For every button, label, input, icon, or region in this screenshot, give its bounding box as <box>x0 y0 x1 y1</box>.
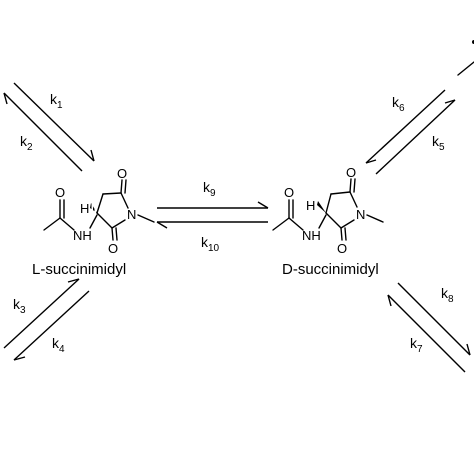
top-carbonyl-d <box>349 178 352 193</box>
equilibrium-arrow-k7-k8 <box>387 282 471 373</box>
bottom-oxygen: O <box>108 241 118 256</box>
rate-constant-k6: k6 <box>392 94 405 114</box>
rate-constant-k1: k1 <box>50 91 63 111</box>
bottom-carbonyl-2 <box>115 227 118 241</box>
ring-bond-ch2-c-d <box>330 191 351 195</box>
rate-constant-k3: k3 <box>13 296 26 316</box>
bottom-oxygen-d: O <box>337 241 347 256</box>
rate-constant-k2: k2 <box>20 133 33 153</box>
ring-bond-c-n <box>120 192 129 209</box>
alpha-hydrogen: H <box>80 201 89 216</box>
amide-bond <box>59 217 75 231</box>
top-carbonyl-d-2 <box>353 178 356 193</box>
n-methyl-bond-d <box>366 214 384 223</box>
rate-constant-k9: k9 <box>203 179 216 199</box>
bottom-carbonyl-d <box>340 227 343 241</box>
ring-bond-ch2-c <box>102 192 122 195</box>
equilibrium-arrow-k9-k10 <box>156 201 269 229</box>
l-succinimidyl-structure: O NH H O N O <box>43 166 155 256</box>
acetyl-oxygen: O <box>55 185 65 200</box>
equilibrium-arrow-k3-k4 <box>3 278 90 361</box>
rate-constant-k7: k7 <box>410 335 423 355</box>
ring-bond-ca-ch2-d <box>325 193 332 214</box>
l-succinimidyl-label: L-succinimidyl <box>32 261 126 278</box>
methyl-bond <box>43 217 61 231</box>
top-oxygen-d: O <box>346 165 356 180</box>
alpha-hydrogen-d: H <box>306 198 315 213</box>
rate-constant-k4: k4 <box>52 335 65 355</box>
methyl-bond-d <box>272 217 290 231</box>
ring-nitrogen: N <box>127 207 136 222</box>
amide-bond-d <box>288 217 304 231</box>
n-ca-bond-d <box>318 214 327 229</box>
ring-bond-ca-ch2 <box>96 193 104 214</box>
amide-nh: NH <box>73 228 92 243</box>
n-methyl-bond <box>137 214 155 223</box>
bottom-carbonyl <box>111 227 114 241</box>
ring-bond-c-n-d <box>349 191 358 208</box>
equilibrium-arrow-k5-k6 <box>365 89 456 175</box>
ring-bond-c-ca <box>96 212 113 229</box>
top-carbonyl-2 <box>124 179 127 194</box>
d-succinimidyl-structure: O NH H O N O <box>272 165 384 256</box>
equilibrium-arrow-k1-k2 <box>3 82 95 172</box>
hashed-wedge <box>90 203 97 213</box>
rate-constant-k8: k8 <box>441 285 454 305</box>
ring-bond-n-c <box>111 219 126 229</box>
bottom-carbonyl-d-2 <box>344 227 347 241</box>
amide-nh-d: NH <box>302 228 321 243</box>
rate-constant-k5: k5 <box>432 133 445 153</box>
bold-wedge <box>317 201 326 213</box>
offscreen-structure-fragment <box>457 40 474 76</box>
ring-nitrogen-d: N <box>356 207 365 222</box>
rate-constant-k10: k10 <box>201 234 220 254</box>
top-oxygen: O <box>117 166 127 181</box>
top-carbonyl <box>120 179 123 194</box>
ring-bond-c-ca-d <box>325 212 342 229</box>
acetyl-oxygen-d: O <box>284 185 294 200</box>
ring-bond-n-c-d <box>340 219 355 229</box>
n-ca-bond <box>89 214 98 229</box>
d-succinimidyl-label: D-succinimidyl <box>282 261 379 278</box>
